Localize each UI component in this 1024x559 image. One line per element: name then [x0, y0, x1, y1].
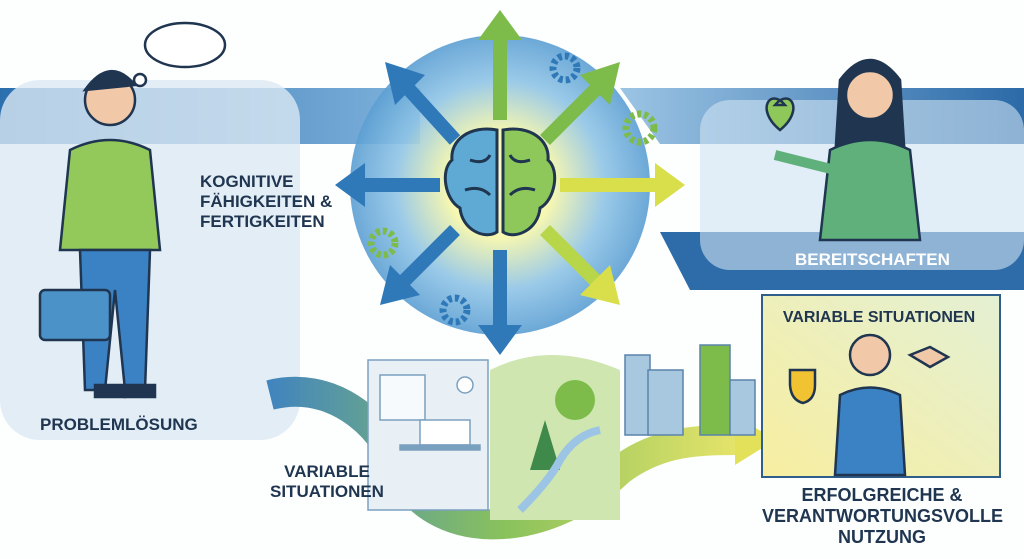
trophy-icon	[788, 368, 817, 405]
woman-figure	[765, 58, 922, 242]
outcome-label: ERFOLGREICHE & VERANTWORTUNGSVOLLE NUTZU…	[762, 485, 1003, 547]
successful-person-figure	[788, 333, 951, 477]
handshake-icon	[907, 345, 951, 369]
variable-situations-box-label: VARIABLE SITUATIONEN	[782, 309, 976, 326]
gear-icons	[367, 52, 658, 326]
city-scene	[624, 344, 756, 436]
man-thinking-figure	[38, 69, 162, 399]
readiness-label: BEREITSCHAFTEN	[795, 250, 950, 269]
cognitive-skills-label: KOGNITIVE FÄHIGKEITEN & FERTIGKEITEN	[200, 172, 333, 231]
brain-icon	[443, 127, 557, 237]
journey-path	[266, 376, 741, 540]
park-scene	[490, 355, 620, 520]
office-scene	[367, 359, 489, 511]
problem-solving-label: PROBLEMLÖSUNG	[40, 415, 198, 434]
variable-situations-path-label: VARIABLE SITUATIONEN	[270, 462, 384, 501]
radiating-arrows	[335, 10, 685, 355]
